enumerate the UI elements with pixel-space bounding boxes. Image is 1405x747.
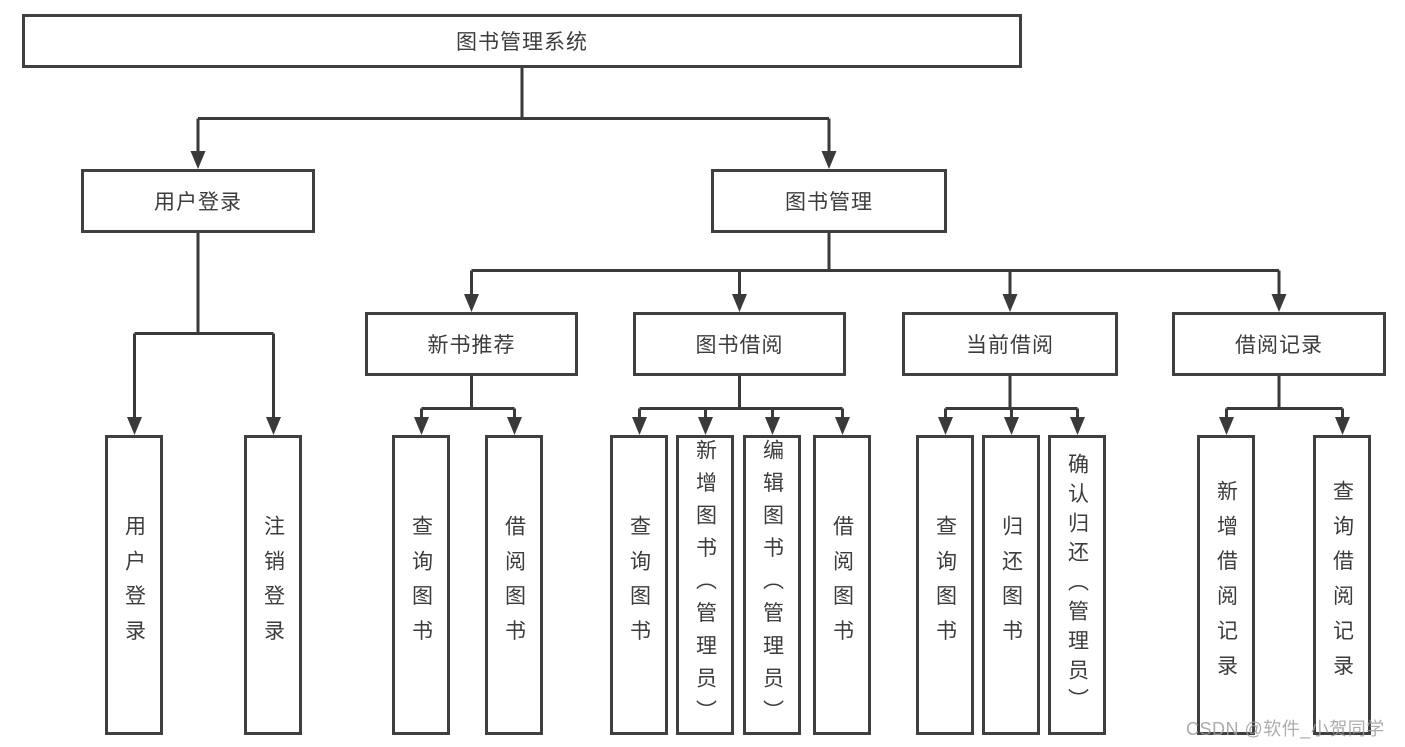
leaf-newbook-borrow-books: 借阅图书 xyxy=(485,435,543,735)
arrowhead-icon xyxy=(414,417,522,435)
node-book-borrow: 图书借阅 xyxy=(633,312,846,376)
leaf-label: 用户登录 xyxy=(122,515,146,655)
leaf-label: 借阅图书 xyxy=(502,515,526,655)
arrowhead-icon xyxy=(1219,417,1350,435)
node-label: 图书管理 xyxy=(785,191,873,214)
node-label: 新书推荐 xyxy=(427,334,516,357)
connector-newbook-to-leaves xyxy=(420,376,516,418)
node-label: 用户登录 xyxy=(154,191,242,214)
leaf-return-books: 归还图书 xyxy=(982,435,1040,735)
leaf-label: 新增图书（管理员） xyxy=(693,438,717,732)
node-label: 图书借阅 xyxy=(695,334,784,357)
leaf-current-query-books: 查询图书 xyxy=(916,435,974,735)
leaf-logout: 注销登录 xyxy=(244,435,302,735)
connector-root-to-level2 xyxy=(196,68,831,152)
node-label: 借阅记录 xyxy=(1235,334,1323,357)
connector-bookborrow-to-leaves xyxy=(638,376,844,418)
leaf-label: 新增借阅记录 xyxy=(1214,480,1238,690)
leaf-query-borrow-record: 查询借阅记录 xyxy=(1313,435,1371,735)
arrowhead-icon xyxy=(190,151,837,169)
connector-userlogin-to-leaves xyxy=(133,233,275,418)
connector-currentborrow-to-leaves xyxy=(944,376,1079,418)
leaf-user-login: 用户登录 xyxy=(105,435,163,735)
node-label: 当前借阅 xyxy=(966,334,1054,357)
leaf-borrow-query-books: 查询图书 xyxy=(610,435,668,735)
leaf-label: 查询图书 xyxy=(933,515,957,655)
node-user-login: 用户登录 xyxy=(81,169,315,233)
node-book-management: 图书管理 xyxy=(711,169,947,233)
node-label: 图书管理系统 xyxy=(456,31,588,54)
leaf-label: 查询图书 xyxy=(627,515,651,655)
leaf-add-books-admin: 新增图书（管理员） xyxy=(676,435,734,735)
leaf-edit-books-admin: 编辑图书（管理员） xyxy=(743,435,801,735)
leaf-newbook-query-books: 查询图书 xyxy=(392,435,450,735)
node-borrow-record: 借阅记录 xyxy=(1172,312,1386,376)
leaf-label: 确认归还（管理员） xyxy=(1065,452,1089,718)
leaf-confirm-return-admin: 确认归还（管理员） xyxy=(1048,435,1106,735)
arrowhead-icon xyxy=(127,417,281,435)
connector-borrowrecord-to-leaves xyxy=(1225,376,1344,418)
node-root-system: 图书管理系统 xyxy=(22,14,1022,68)
leaf-label: 编辑图书（管理员） xyxy=(760,438,784,732)
leaf-label: 注销登录 xyxy=(261,515,285,655)
leaf-label: 查询借阅记录 xyxy=(1330,480,1354,690)
arrowhead-icon xyxy=(938,417,1085,435)
leaf-borrow-books: 借阅图书 xyxy=(813,435,871,735)
arrowhead-icon xyxy=(632,417,850,435)
node-new-book-recommend: 新书推荐 xyxy=(365,312,578,376)
leaf-label: 归还图书 xyxy=(999,515,1023,655)
arrowhead-icon xyxy=(464,294,1287,312)
watermark: CSDN @软件_小贺同学 xyxy=(1186,719,1385,739)
leaf-label: 借阅图书 xyxy=(830,515,854,655)
connector-bookmgmt-to-level3 xyxy=(470,233,1281,295)
leaf-label: 查询图书 xyxy=(409,515,433,655)
node-current-borrow: 当前借阅 xyxy=(902,312,1118,376)
leaf-add-borrow-record: 新增借阅记录 xyxy=(1197,435,1255,735)
